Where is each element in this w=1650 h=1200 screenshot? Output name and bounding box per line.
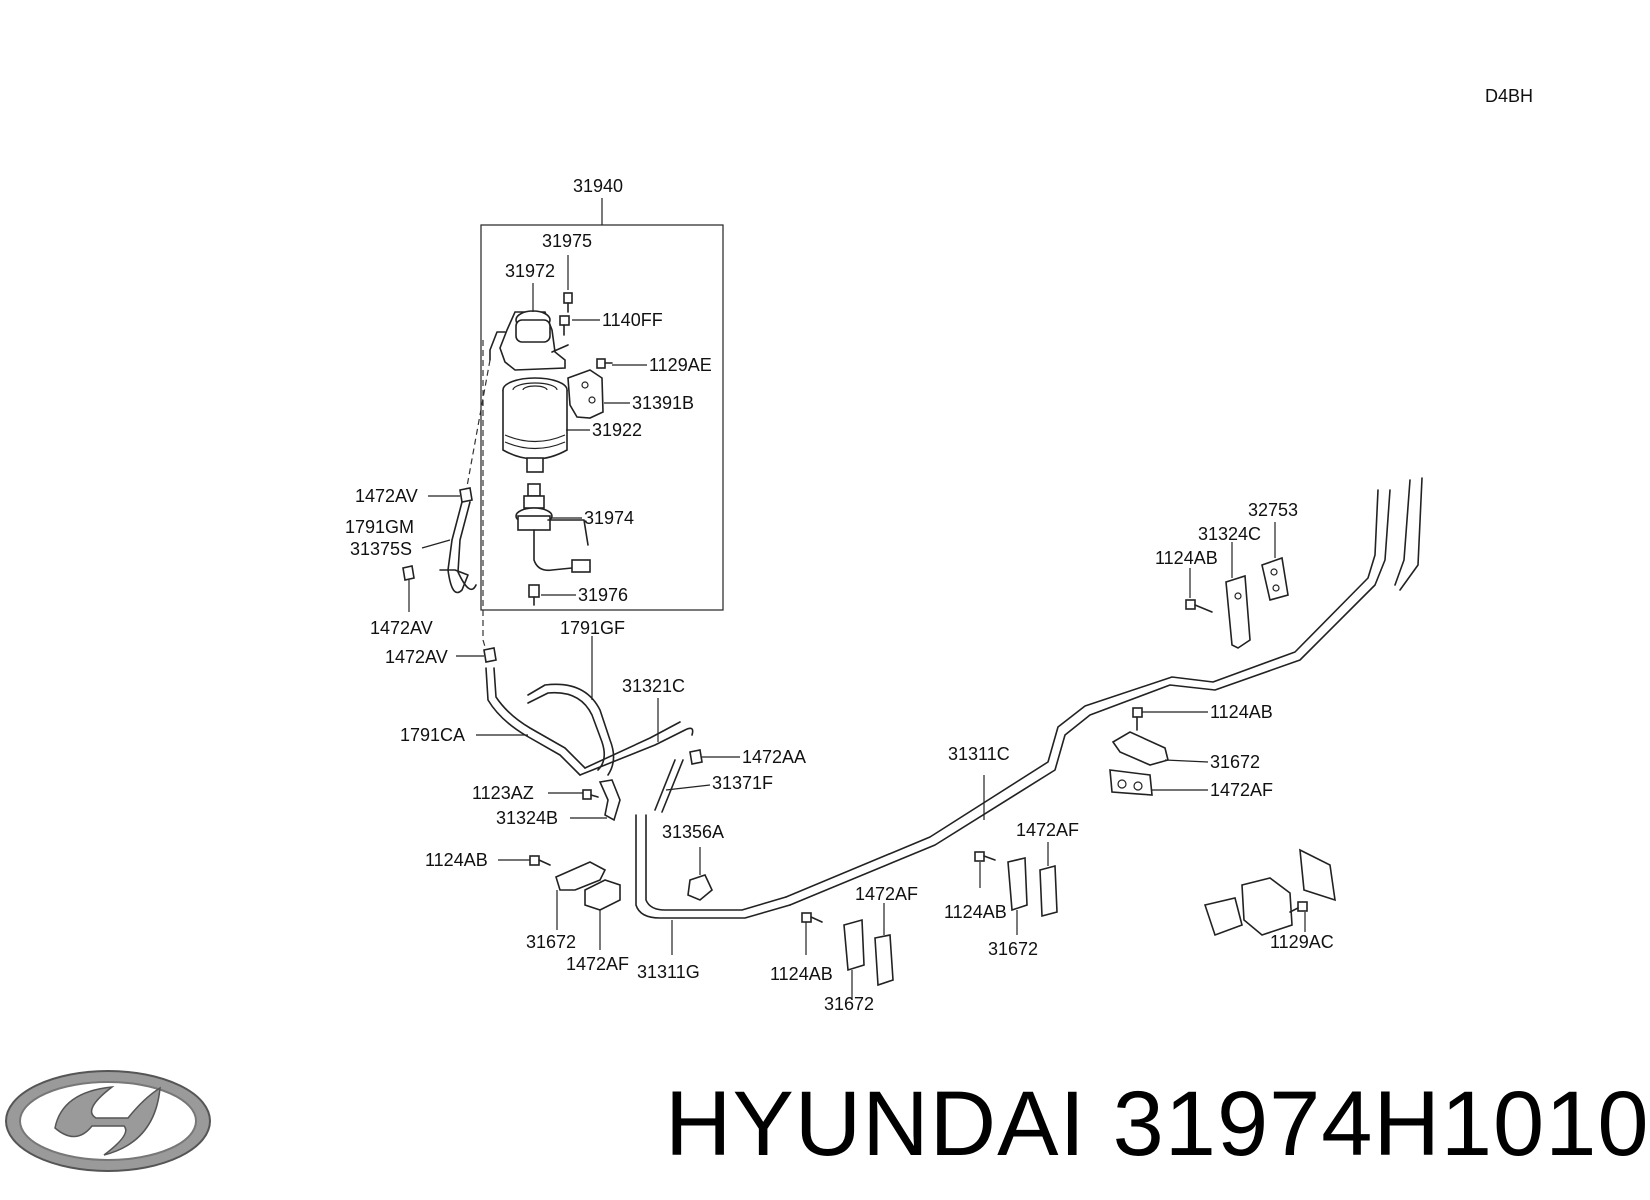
label-31324C: 31324C xyxy=(1198,524,1261,544)
bolt-1124AB-right xyxy=(1132,707,1143,731)
hose-1791GM xyxy=(439,501,477,594)
fuel-filter-line-diagram: D4BH 31940 31972 31975 1140FF 1129AE 313… xyxy=(5,86,1533,1172)
label-1472AF-left: 1472AF xyxy=(566,954,629,974)
bolt-1123AZ xyxy=(582,789,599,800)
part-number: 31974H1010 xyxy=(1112,1073,1650,1175)
label-1472AF-midleft: 1472AF xyxy=(855,884,918,904)
bracket-31391B xyxy=(567,369,604,419)
bolt-1124AB-upperright xyxy=(1185,599,1213,613)
clamp-1472AV-lower xyxy=(483,647,497,663)
bracket-31324B xyxy=(598,779,621,822)
label-31975: 31975 xyxy=(542,231,592,251)
water-sensor-31974 xyxy=(515,483,591,573)
label-1791GF: 1791GF xyxy=(560,618,625,638)
clamp-1472AV-middle xyxy=(402,565,415,581)
label-31672-left: 31672 xyxy=(526,932,576,952)
filter-cartridge-31922 xyxy=(502,377,568,473)
label-31371F: 31371F xyxy=(712,773,773,793)
sensor-unit xyxy=(1203,848,1336,937)
clamp-32753 xyxy=(1261,556,1289,601)
diagram-code: D4BH xyxy=(1485,86,1533,106)
brand-name: HYUNDAI xyxy=(665,1073,1087,1175)
fuel-line-31311C xyxy=(785,477,1423,906)
pipe-31321C xyxy=(579,721,694,776)
hose-1791CA xyxy=(485,667,586,776)
drain-plug-31976 xyxy=(528,584,540,606)
hose-31371F xyxy=(654,759,684,813)
label-1472AV-top: 1472AV xyxy=(355,486,418,506)
clamp-1472AF-right xyxy=(1109,769,1153,796)
label-31375S: 31375S xyxy=(350,539,412,559)
label-31324B: 31324B xyxy=(496,808,558,828)
dashed-feed-line xyxy=(465,359,491,493)
label-31672-midleft: 31672 xyxy=(824,994,874,1014)
label-31391B: 31391B xyxy=(632,393,694,413)
label-1140FF: 1140FF xyxy=(602,310,663,330)
bleed-screw-31975 xyxy=(563,292,573,313)
label-1123AZ: 1123AZ xyxy=(472,783,534,803)
label-1129AE: 1129AE xyxy=(649,355,712,375)
label-31974: 31974 xyxy=(584,508,634,528)
label-31672-midright: 31672 xyxy=(988,939,1038,959)
clip-31356A xyxy=(687,874,713,901)
bolt-1129AC xyxy=(1289,901,1308,913)
label-1472AV-lower: 1472AV xyxy=(385,647,448,667)
label-31321C: 31321C xyxy=(622,676,685,696)
dashed-return-line xyxy=(482,340,487,651)
fuel-line-31311G xyxy=(635,814,791,919)
bolt-1124AB-midleft xyxy=(801,912,823,923)
brand-part-number-title: HYUNDAI 31974H1010 xyxy=(665,1078,1650,1170)
label-31972: 31972 xyxy=(505,261,555,281)
label-31976: 31976 xyxy=(578,585,628,605)
label-1472AA: 1472AA xyxy=(742,747,806,767)
label-31940: 31940 xyxy=(573,176,623,196)
label-31922: 31922 xyxy=(592,420,642,440)
bolt-1129AE xyxy=(596,358,613,369)
label-32753: 32753 xyxy=(1248,500,1298,520)
label-1472AF-midright: 1472AF xyxy=(1016,820,1079,840)
bolt-1124AB-midright xyxy=(974,851,996,862)
hose-1791GF xyxy=(527,683,615,776)
bolt-1140FF xyxy=(559,315,570,336)
label-1124AB-right: 1124AB xyxy=(1210,702,1273,722)
bracket-31324C xyxy=(1225,574,1251,649)
label-1124AB-midright: 1124AB xyxy=(944,902,1007,922)
label-31311C: 31311C xyxy=(948,744,1010,764)
clamp-1472AV-top xyxy=(459,487,473,503)
filter-head-31972 xyxy=(489,310,569,371)
label-1791GM: 1791GM xyxy=(345,517,414,537)
bracket-31672-left xyxy=(555,861,621,911)
label-1124AB-upperright: 1124AB xyxy=(1155,548,1218,568)
label-31672-right: 31672 xyxy=(1210,752,1260,772)
hyundai-logo xyxy=(5,1070,211,1172)
label-1472AF-right: 1472AF xyxy=(1210,780,1273,800)
bracket-31672-right xyxy=(1111,731,1169,766)
label-1791CA: 1791CA xyxy=(400,725,465,745)
bracket-31672-midright xyxy=(1007,856,1058,918)
bracket-31672-midleft xyxy=(843,918,894,987)
clamp-1472AA xyxy=(689,749,703,765)
label-1472AV-middle: 1472AV xyxy=(370,618,433,638)
label-1124AB-midleft: 1124AB xyxy=(770,964,833,984)
label-1124AB-left: 1124AB xyxy=(425,850,488,870)
label-31311G: 31311G xyxy=(637,962,700,982)
label-1129AC: 1129AC xyxy=(1270,932,1334,952)
bolt-1124AB-left xyxy=(529,855,551,866)
label-31356A: 31356A xyxy=(662,822,724,842)
